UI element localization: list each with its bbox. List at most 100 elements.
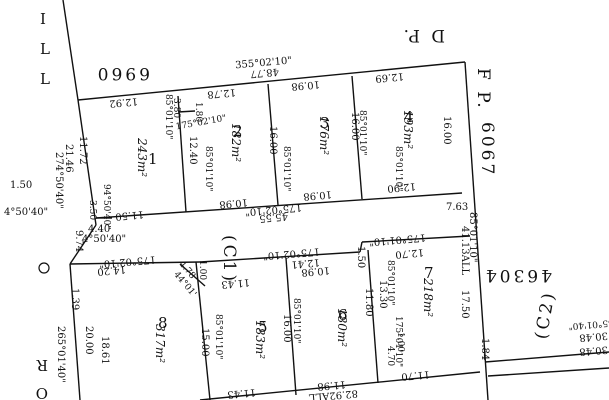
lot1-notch — [177, 110, 196, 113]
lot2-depth: 16.00 — [267, 126, 278, 155]
right-boundary — [464, 61, 489, 400]
top-segment: 12.92 — [109, 95, 138, 108]
lot2-bearing: 85°01'10" — [281, 146, 291, 191]
lot7-measure: 1.00 — [395, 332, 405, 352]
road-letter-top-1: I — [40, 10, 46, 28]
right-measure: 41.13ALL — [459, 226, 470, 275]
lot-area: 183m² — [253, 320, 267, 359]
lot8-diag — [179, 263, 206, 287]
left-bearing: 274°50'40" — [53, 152, 64, 209]
lot-area: 176m² — [317, 116, 331, 155]
left-road-line-lower — [69, 263, 81, 400]
top-distance: 48.77 — [250, 66, 279, 79]
lot8-bearing: 175°02'10" — [99, 253, 157, 269]
lot6-measure: 16.00 — [281, 314, 292, 343]
road-letter-top-3: L — [40, 70, 50, 88]
lot7-measure: 4.70 — [385, 346, 395, 366]
lot-number: 8 — [158, 314, 168, 332]
boundary-lines — [62, 0, 609, 400]
left-bearing: 4°50'40" — [82, 234, 126, 245]
road-letter-bottom-2: O — [36, 384, 48, 400]
right-measure: 30.48 — [579, 329, 608, 342]
top-bearing: 355°02'10" — [235, 55, 293, 71]
left-measure: 1.50 — [10, 180, 32, 191]
right-bearing: 85°01'10" — [467, 212, 478, 263]
lot-area: 180m² — [335, 308, 349, 347]
lot3-depth: 16.00 — [349, 112, 360, 141]
mid-measure: 45.55 — [259, 210, 288, 223]
left-measure: 11.72 — [77, 136, 88, 165]
lower-boundary-4 — [361, 235, 471, 243]
lot6-lot7-line — [367, 249, 379, 384]
lot-number: 2 — [233, 122, 243, 140]
lot-area: 218m² — [421, 277, 435, 317]
lot3-bearing: 85°01'10" — [357, 110, 367, 155]
lot5-lot6-line — [285, 257, 297, 396]
plan-ref-dp: D P. — [401, 25, 445, 45]
top-segment: 12.78 — [207, 86, 236, 99]
mid-boundary — [95, 192, 463, 219]
lot1-lot2-line — [177, 95, 187, 213]
top-boundary — [77, 61, 466, 101]
lot7-measure: 11.70 — [401, 368, 430, 381]
lot-number: 1 — [148, 150, 158, 168]
survey-mark-icon — [38, 262, 50, 274]
lower-measure: 10.98 — [301, 264, 330, 277]
lower-measure: 12.70 — [395, 246, 424, 259]
right-road-line — [484, 351, 609, 363]
bottom-boundary — [199, 371, 481, 400]
lot-number: 6 — [338, 306, 348, 324]
plan-ref-c1: (C1) — [219, 235, 239, 284]
mid-measure: 12.90 — [387, 180, 416, 193]
lot1-side: 85°01'10" — [203, 146, 213, 191]
lot1-depth: 12.40 — [187, 136, 198, 165]
lot2-lot3-line — [267, 83, 279, 206]
bottom-measure: 11.43 — [227, 386, 256, 399]
plan-ref-c2: (C2) — [531, 289, 559, 341]
right-road-line-2 — [487, 367, 609, 377]
lot8-bearing: 265°01'40" — [55, 326, 66, 383]
lot-number: 5 — [258, 318, 268, 336]
lower-boundary-2 — [199, 251, 361, 263]
lower-measure: 1.50 — [355, 246, 366, 268]
left-measure: 4.40 — [88, 224, 110, 235]
top-segment: 12.69 — [375, 70, 404, 83]
lot8-measure: 14.20 — [97, 263, 126, 276]
bottom-measure: 11.98 — [317, 378, 346, 391]
mid-measure: 11.50 — [115, 208, 144, 221]
lot8-lot5-line — [195, 261, 211, 400]
right-measure: 30.48 — [579, 343, 608, 356]
left-measure: 9.74 — [73, 230, 84, 252]
lower-boundary — [69, 261, 201, 265]
road-letter-bottom-1: R — [36, 356, 48, 374]
lot3-lot4-line — [351, 75, 363, 200]
lot8-measure: 1.39 — [69, 288, 80, 310]
right-measure: 7.63 — [446, 202, 468, 213]
lower-bearing: 175°01'10" — [369, 231, 427, 247]
left-measure: 21.46 — [63, 144, 74, 173]
left-measure: 3.50 — [87, 200, 97, 220]
left-bearing: 4°50'40" — [4, 207, 48, 218]
lot1-bearing: 85°01'10" — [163, 94, 173, 139]
lot4-bearing: 85°01'10" — [393, 146, 403, 191]
top-segment: 10.98 — [291, 78, 320, 91]
right-bearing: 85°01'40" — [568, 317, 609, 331]
mid-measure: 10.98 — [219, 196, 248, 209]
seg-measure: 1.80 — [193, 102, 203, 122]
lot8-measure: 18.61 — [99, 336, 110, 365]
plan-ref-fp-number: 6067 — [477, 122, 497, 177]
lot4-depth: 16.00 — [441, 116, 452, 145]
lot-area: 182m² — [229, 123, 243, 162]
lot7-measure: 11.80 — [363, 288, 374, 317]
left-road-line-upper — [62, 0, 79, 101]
left-boundary-upper — [77, 99, 97, 226]
lot-area: 317m² — [153, 324, 167, 363]
mid-measure: 10.98 — [303, 188, 332, 201]
plan-ref-right-number: 46304 — [483, 265, 552, 285]
lot-area: 193m² — [401, 110, 415, 149]
right-measure: 1.84 — [479, 338, 490, 360]
seg-measure: 3.80 — [171, 98, 181, 118]
lower-boundary-3 — [359, 241, 363, 253]
lot6-bearing: 85°01'10" — [291, 298, 301, 343]
lot7-measure: 13.30 — [377, 280, 388, 309]
